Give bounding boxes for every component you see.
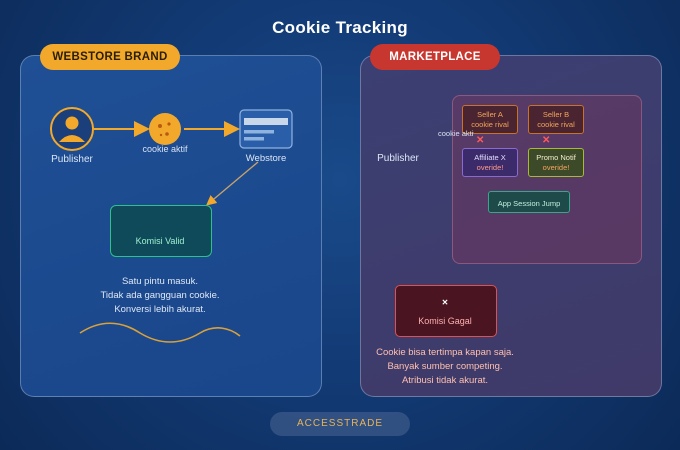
marketplace-badge: MARKETPLACE [370,44,500,70]
webstore-brand-badge: WEBSTORE BRAND [40,44,180,70]
wave-decoration [79,322,241,343]
fail-x-icon: ✕ [441,298,449,307]
seller-name: Seller B [542,110,570,119]
page-title: Cookie Tracking [272,18,408,37]
komisi-gagal-box [395,285,497,337]
seller-b-chip: Seller B cookie rival [528,105,584,134]
cookie-label: cookie aktif [142,144,188,154]
promo-name: Promo Notif [536,153,576,162]
publisher-icon [50,107,94,151]
accesstrade-footer-badge: ACCESSTRADE [270,412,410,436]
description-line: Cookie bisa tertimpa kapan saja. [376,347,514,358]
webstore-icon [239,109,293,149]
seller-sub: cookie rival [471,120,509,129]
seller-a-chip: Seller A cookie rival [462,105,518,134]
description-line: Satu pintu masuk. [121,276,199,287]
app-session-chip: App Session Jump [488,191,570,213]
x-icon: ✕ [542,135,551,146]
webstore-label: Webstore [245,153,287,164]
description-line: Konversi lebih akurat. [114,304,206,315]
publisher-label: Publisher [51,154,93,165]
komisi-valid-box [110,205,212,257]
webstore-description: Satu pintu masuk. Tidak ada gangguan coo… [20,275,300,317]
seller-sub: cookie rival [537,120,575,129]
komisi-valid-label: Komisi Valid [135,236,185,246]
affiliate-chip: Affiliate X overide! [462,148,518,177]
promo-notif-chip: Promo Notif overide! [528,148,584,177]
affiliate-name: Affiliate X [474,153,506,162]
description-line: Banyak sumber competing. [387,361,503,372]
description-line: Atribusi tidak akurat. [401,375,489,386]
marketplace-cookie-label: cookie aktif [438,129,474,138]
marketplace-description: Cookie bisa tertimpa kapan saja. Banyak … [360,346,530,388]
description-line: Tidak ada gangguan cookie. [100,290,220,301]
promo-sub: overide! [542,163,570,172]
affiliate-sub: overide! [476,163,504,172]
cookie-icon [149,113,181,145]
arrow-webstore-komisi [206,161,259,206]
x-icon: ✕ [476,135,485,146]
seller-name: Seller A [477,110,503,119]
marketplace-publisher-label: Publisher [377,153,419,164]
komisi-gagal-label: Komisi Gagal [418,316,472,326]
